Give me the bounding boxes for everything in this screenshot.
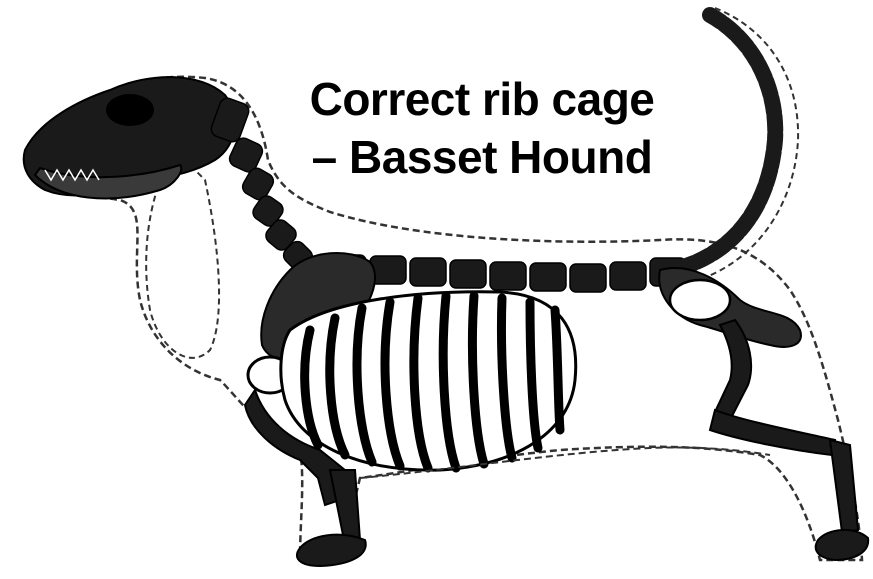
caption-line-2: – Basset Hound	[262, 128, 702, 186]
rear-leg	[710, 320, 858, 532]
diagram-caption: Correct rib cage – Basset Hound	[262, 70, 702, 186]
rib	[555, 310, 560, 430]
caption-line-1: Correct rib cage	[262, 70, 702, 128]
rib-cage	[281, 292, 576, 470]
front-paw	[297, 535, 366, 566]
eye-socket	[106, 94, 154, 126]
hip-joint	[670, 280, 730, 320]
rear-paw	[816, 530, 868, 560]
spine	[330, 255, 686, 292]
